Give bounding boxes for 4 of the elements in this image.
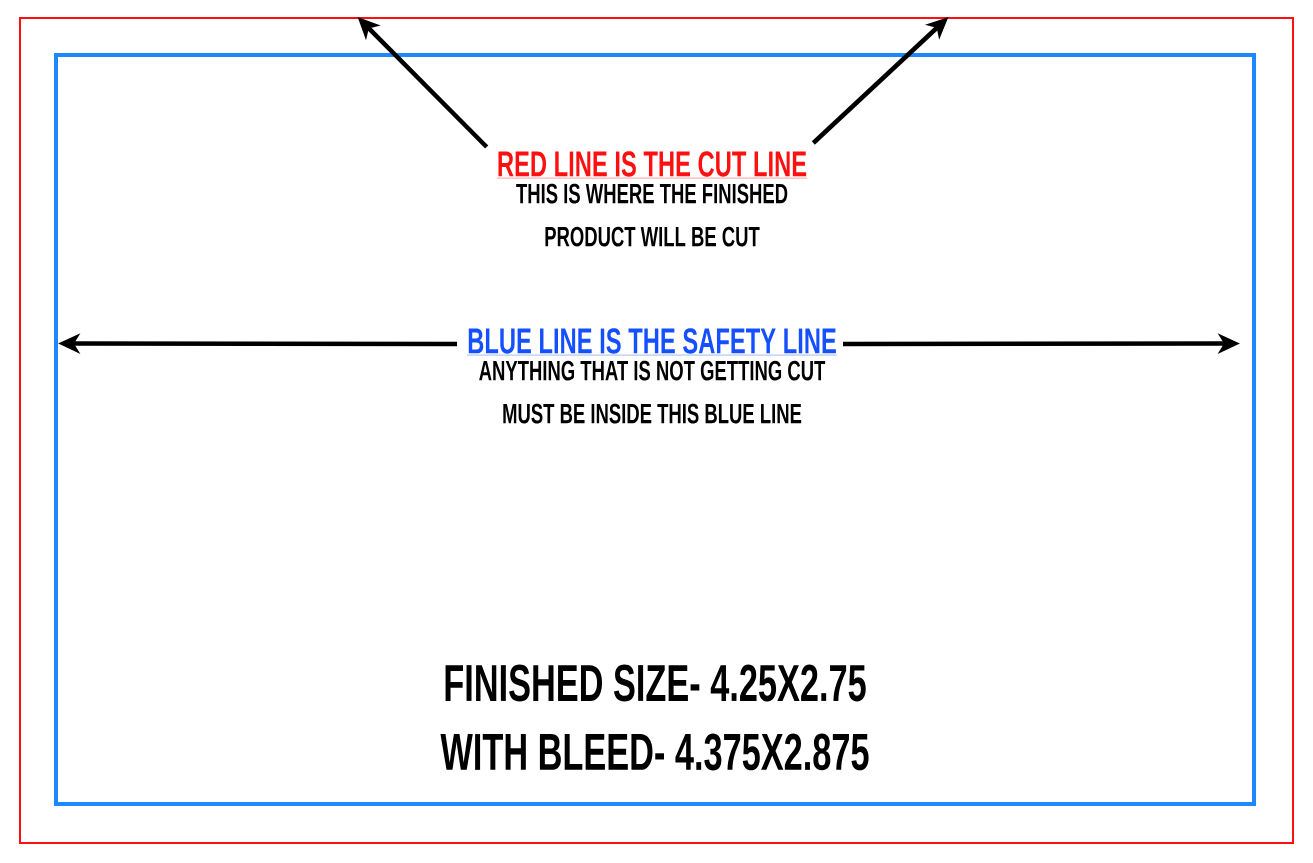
safety-line-note: BLUE LINE IS THE SAFETY LINE ANYTHING THAT IS NOT GETTING CUT MUST BE INSIDE THIS BLUE LINE: [467, 328, 838, 424]
cut-line-note: RED LINE IS THE CUT LINE THIS IS WHERE THE FINISHED PRODUCT WILL BE CUT: [496, 151, 808, 247]
size-note: FINISHED SIZE- 4.25X2.75: [445, 664, 866, 702]
size-note: WITH BLEED- 4.375X2.875: [440, 733, 869, 771]
